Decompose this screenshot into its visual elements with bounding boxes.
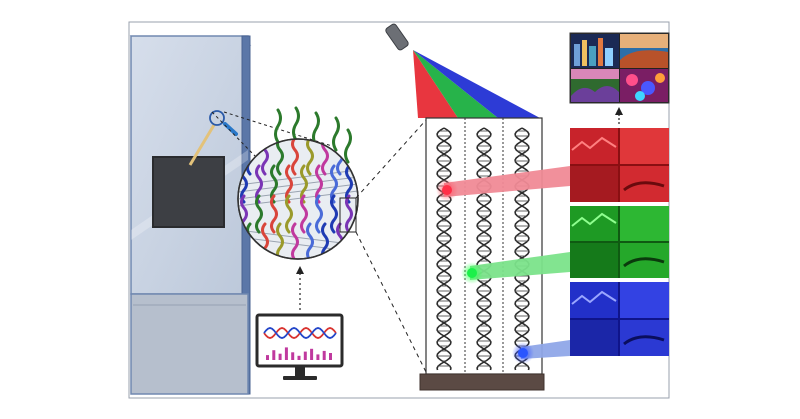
monitor-bar: [310, 348, 314, 360]
monitor-bar: [284, 347, 288, 360]
monitor-bar: [272, 350, 276, 360]
helix-backbone: [514, 127, 530, 371]
dna-strand: [285, 194, 293, 234]
helix-backbone: [514, 127, 530, 371]
magnifier-icon: [209, 110, 238, 136]
rgb-light-beams: [413, 50, 540, 118]
base-plate: [419, 373, 545, 391]
monitor-bar: [278, 353, 282, 360]
readout-beam-red: [444, 166, 570, 197]
dna-strand: [330, 194, 338, 234]
dna-strand-cluster-icon: [237, 138, 359, 260]
monitor-bar: [303, 351, 307, 360]
dna-strand: [306, 139, 314, 176]
monitor-bar: [291, 352, 295, 360]
dna-strand: [270, 194, 278, 234]
green-channel-image: [570, 206, 669, 278]
composite-image-icon: [569, 32, 670, 104]
blue-channel-image: [570, 282, 669, 356]
signal-monitor-icon: [255, 313, 344, 380]
dna-strand: [330, 164, 338, 204]
composite-arrow: [615, 107, 623, 124]
monitor-bar: [297, 355, 301, 360]
monitor-arrow: [296, 266, 304, 310]
monitor-bar: [266, 355, 269, 360]
dna-strand: [255, 194, 263, 234]
helix-backbone: [476, 127, 492, 371]
strands-above-circle: [274, 106, 352, 164]
zoom-lines-panel: [355, 119, 427, 373]
readout-beam-green: [470, 252, 570, 280]
dna-strand: [300, 194, 308, 234]
composite-tile-city: [571, 34, 619, 68]
dna-strand: [276, 139, 284, 176]
helix-backbone: [436, 127, 452, 371]
beam-blue: [413, 50, 540, 118]
composite-tile-coast: [620, 34, 668, 68]
zoom-box: [339, 197, 357, 233]
dna-strand: [345, 194, 353, 234]
cabinet-window: [152, 156, 225, 228]
cabinet-rod: [188, 124, 216, 166]
dna-strand: [291, 139, 299, 176]
monitor-bar: [329, 353, 332, 360]
monitor-wave-blue: [263, 327, 337, 339]
dna-strand: [315, 164, 323, 204]
dna-strand: [315, 194, 323, 234]
helix-backbone: [476, 127, 492, 371]
dna-strand: [270, 164, 278, 204]
dna-strand: [285, 164, 293, 204]
color-channel-images-icon: [570, 128, 669, 356]
readout-beams: [436, 166, 570, 364]
dna-helix-panel-icon: [419, 117, 545, 391]
dna-strand: [276, 222, 284, 259]
monitor-bars: [266, 347, 332, 360]
helix-backbone: [436, 127, 452, 371]
composite-tile-flowers: [620, 69, 668, 102]
dna-storage-cabinet-icon: [129, 35, 252, 395]
dna-strand: [300, 164, 308, 204]
composite-tile-forest: [571, 69, 619, 102]
dna-strand: [345, 164, 353, 204]
strand-group: [240, 139, 353, 259]
monitor-bar: [322, 350, 326, 360]
helix-group: [436, 127, 530, 371]
red-channel-image: [570, 128, 669, 202]
monitor-bar: [316, 354, 320, 360]
dna-strand: [291, 222, 299, 259]
light-projector-icon: [385, 23, 409, 51]
dna-strand: [306, 222, 314, 259]
dna-strand: [255, 164, 263, 204]
